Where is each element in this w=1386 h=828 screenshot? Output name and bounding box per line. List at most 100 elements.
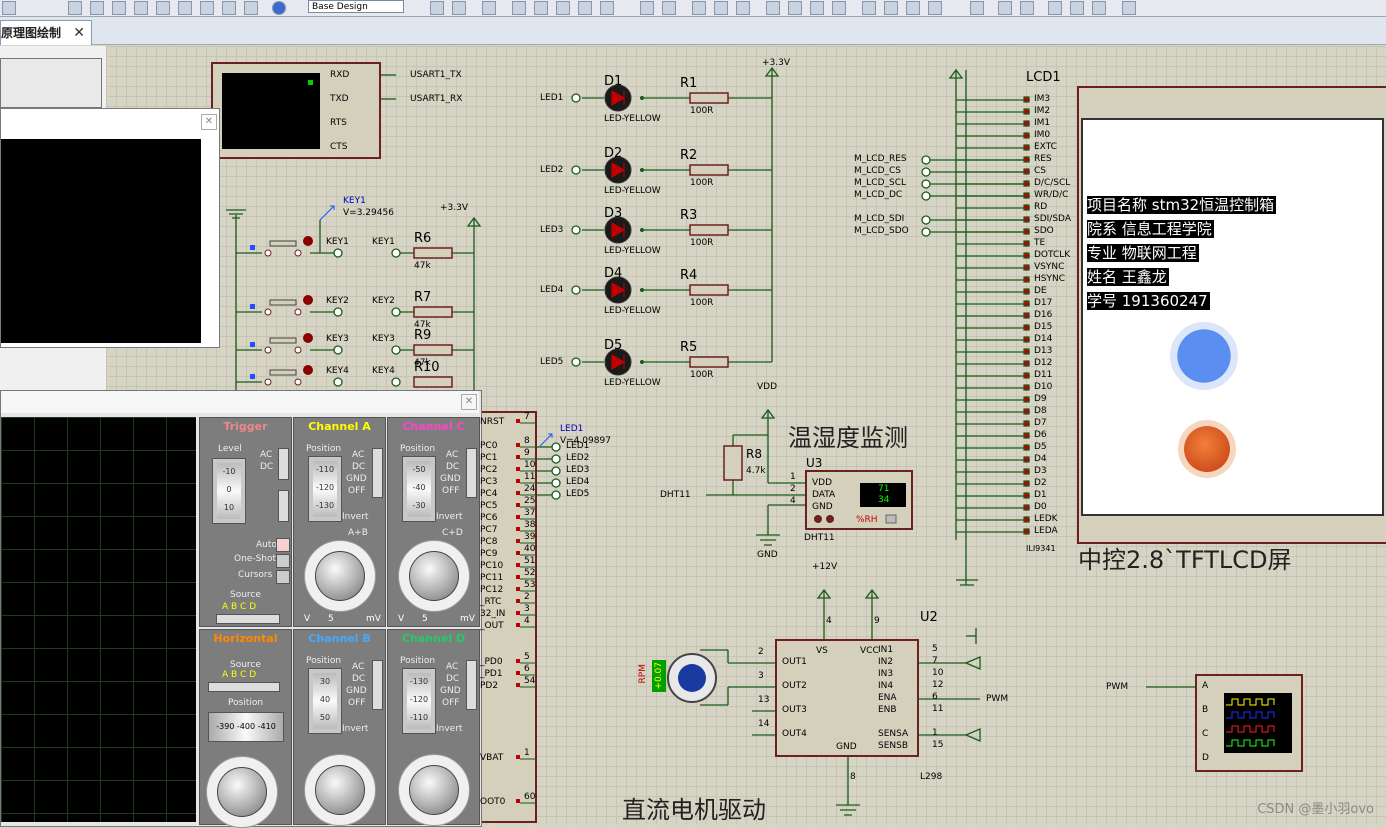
mcu-pin-4: PC3 bbox=[480, 477, 498, 487]
property-icon[interactable] bbox=[1020, 1, 1034, 15]
channel-c-knob[interactable] bbox=[409, 551, 459, 601]
gallery-icon[interactable] bbox=[222, 1, 236, 15]
channel-c-position-slider[interactable]: -50-40-30 bbox=[402, 456, 436, 522]
l298-in-num-2: 10 bbox=[932, 668, 944, 678]
decompose-icon[interactable] bbox=[928, 1, 942, 15]
design-combo[interactable]: Base Design bbox=[308, 0, 404, 13]
report-icon[interactable] bbox=[244, 1, 258, 15]
wire-autoroute-icon[interactable] bbox=[970, 1, 984, 15]
search-icon[interactable] bbox=[998, 1, 1012, 15]
block-move-icon[interactable] bbox=[788, 1, 802, 15]
net-led3: LED3 bbox=[540, 225, 564, 235]
cursors-button[interactable] bbox=[276, 570, 290, 584]
l298-in-1: IN2 bbox=[878, 657, 894, 667]
close-icon[interactable]: ✕ bbox=[73, 25, 85, 41]
key-label-2: KEY2 bbox=[326, 296, 349, 306]
netlist-icon[interactable] bbox=[1092, 1, 1106, 15]
block-copy-icon[interactable] bbox=[766, 1, 780, 15]
help-icon[interactable] bbox=[272, 1, 286, 15]
edge-switch[interactable] bbox=[278, 490, 289, 522]
horizontal-source-slider[interactable] bbox=[208, 682, 280, 692]
l298-part: L298 bbox=[920, 772, 943, 782]
zoom-out-icon[interactable] bbox=[556, 1, 570, 15]
channel-d-position-slider[interactable]: -130-120-110 bbox=[402, 668, 436, 734]
grid-icon[interactable] bbox=[452, 1, 466, 15]
lcd-pin-9: RD bbox=[1034, 202, 1048, 212]
one-shot-button[interactable] bbox=[276, 554, 290, 568]
mcu-body[interactable] bbox=[479, 411, 537, 823]
channel-b-knob[interactable] bbox=[315, 765, 365, 815]
net-usart1-tx[interactable]: USART1_TX bbox=[410, 70, 462, 80]
block-delete-icon[interactable] bbox=[832, 1, 846, 15]
mcu-pin-19: PD2 bbox=[480, 681, 499, 691]
l298-in-2: IN3 bbox=[878, 669, 894, 679]
motor-rpm-label: RPM bbox=[638, 664, 648, 684]
channel-d-knob[interactable] bbox=[409, 765, 459, 815]
close-icon[interactable]: ✕ bbox=[461, 394, 477, 410]
net-pwm-out[interactable]: PWM bbox=[986, 694, 1009, 704]
cut-icon[interactable] bbox=[692, 1, 706, 15]
board-icon[interactable] bbox=[178, 1, 192, 15]
resistor-ref-key2: R7 bbox=[414, 290, 432, 305]
l298-out-num-4: 14 bbox=[758, 719, 770, 729]
zoom-in-icon[interactable] bbox=[534, 1, 548, 15]
net-usart1-rx[interactable]: USART1_RX bbox=[410, 94, 463, 104]
horizontal-knob[interactable] bbox=[217, 767, 267, 817]
package-icon[interactable] bbox=[906, 1, 920, 15]
copy-icon[interactable] bbox=[714, 1, 728, 15]
home-icon[interactable] bbox=[68, 1, 82, 15]
zoom-all-icon[interactable] bbox=[578, 1, 592, 15]
net-pwm-in[interactable]: PWM bbox=[1106, 682, 1129, 692]
mcu-pin-num-7: 37 bbox=[524, 508, 536, 518]
make-device-icon[interactable] bbox=[884, 1, 898, 15]
net-led1: LED1 bbox=[540, 93, 564, 103]
wire-icon[interactable] bbox=[134, 1, 148, 15]
paste-icon[interactable] bbox=[736, 1, 750, 15]
pick-icon[interactable] bbox=[862, 1, 876, 15]
block-rotate-icon[interactable] bbox=[810, 1, 824, 15]
channel-a-position-slider[interactable]: -110-120-130 bbox=[308, 456, 342, 522]
save-icon[interactable] bbox=[2, 1, 16, 15]
l298-in-3: IN4 bbox=[878, 681, 894, 691]
origin-icon[interactable] bbox=[482, 1, 496, 15]
channel-c-coupling-switch[interactable] bbox=[466, 448, 477, 498]
overview-window[interactable] bbox=[0, 58, 102, 108]
mcu-pin-num-10: 40 bbox=[524, 544, 536, 554]
chip-icon[interactable] bbox=[112, 1, 126, 15]
ac-label: AC bbox=[446, 662, 459, 672]
close-icon[interactable]: ✕ bbox=[201, 114, 217, 130]
channel-a-knob[interactable] bbox=[315, 551, 365, 601]
remove-sheet-icon[interactable] bbox=[1070, 1, 1084, 15]
redo-icon[interactable] bbox=[662, 1, 676, 15]
mcu-pin-2: PC1 bbox=[480, 453, 498, 463]
l298-driver[interactable] bbox=[775, 639, 919, 757]
source-slider[interactable] bbox=[216, 614, 280, 624]
tab-schematic[interactable]: 原理图绘制 ✕ bbox=[0, 20, 92, 45]
code-icon[interactable] bbox=[156, 1, 170, 15]
resistor-ref-key1: R6 bbox=[414, 231, 432, 246]
doc-icon[interactable] bbox=[200, 1, 214, 15]
component-icon[interactable] bbox=[90, 1, 104, 15]
channel-b-coupling-switch[interactable] bbox=[372, 660, 383, 710]
new-sheet-icon[interactable] bbox=[1048, 1, 1062, 15]
net-dht11[interactable]: DHT11 bbox=[660, 490, 691, 500]
horizontal-position-slider[interactable]: -390 -400 -410 bbox=[208, 712, 284, 742]
bom-icon[interactable] bbox=[1122, 1, 1136, 15]
coupling-switch[interactable] bbox=[278, 448, 289, 480]
channel-c-panel: Channel C Position -50-40-30 AC DC GND O… bbox=[387, 417, 480, 627]
channel-a-coupling-switch[interactable] bbox=[372, 448, 383, 498]
auto-button[interactable] bbox=[276, 538, 290, 552]
channel-d-coupling-switch[interactable] bbox=[466, 660, 477, 710]
zoom-area-icon[interactable] bbox=[600, 1, 614, 15]
cursors-label: Cursors bbox=[238, 570, 273, 580]
terminal-window[interactable]: ✕ bbox=[0, 108, 220, 348]
lcd-caption: 中控2.8`TFTLCD屏 bbox=[1078, 546, 1292, 574]
pan-icon[interactable] bbox=[512, 1, 526, 15]
lcd-pin-20: D14 bbox=[1034, 334, 1053, 344]
mcu-pin-num-15: 3 bbox=[524, 604, 530, 614]
refresh-icon[interactable] bbox=[430, 1, 444, 15]
undo-icon[interactable] bbox=[640, 1, 654, 15]
